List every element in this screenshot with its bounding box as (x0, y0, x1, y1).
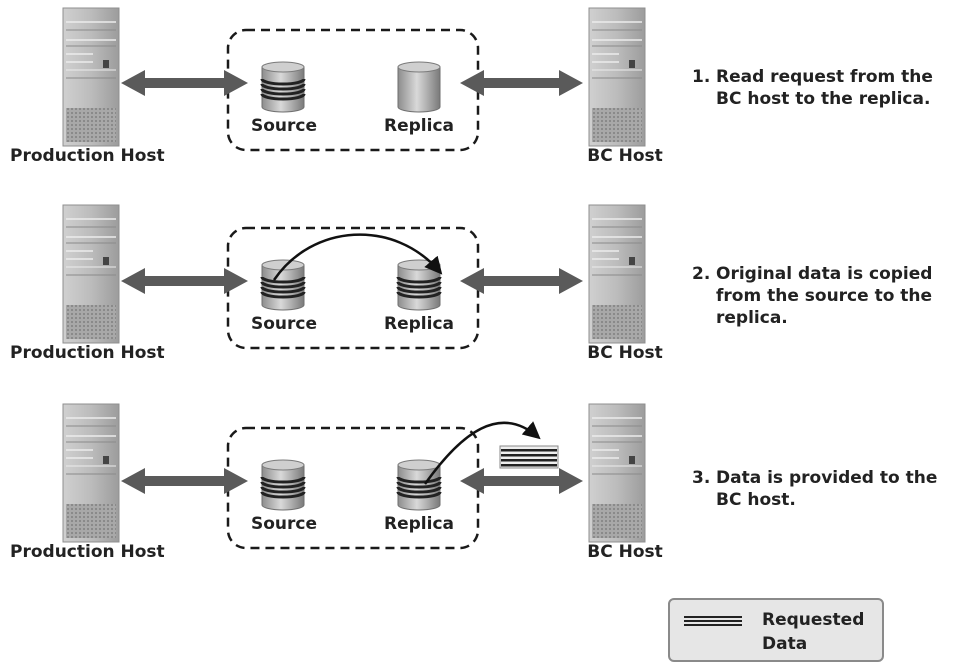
bc-link-arrow (460, 70, 583, 96)
requested-data-swatch-icon (684, 616, 742, 628)
step-3-description: 3. Data is provided to the BC host. (692, 467, 958, 511)
production-host-label: Production Host (10, 343, 165, 363)
bc-link-arrow (460, 268, 583, 294)
step-number: 1. (692, 67, 711, 87)
production-link-arrow (121, 268, 248, 294)
replica-label: Replica (384, 116, 454, 136)
bc-host-label: BC Host (587, 146, 663, 166)
bc-host-server-icon (588, 7, 646, 147)
production-link-arrow (121, 468, 248, 494)
source-label: Source (251, 514, 317, 534)
step-text: Read request from the BC host to the rep… (716, 67, 933, 109)
source-label: Source (251, 314, 317, 334)
source-disk-icon (260, 259, 306, 311)
replica-label: Replica (384, 314, 454, 334)
step-text: Original data is copied from the source … (716, 264, 933, 328)
bc-host-server-icon (588, 403, 646, 543)
production-host-server-icon (62, 7, 120, 147)
step-text: Data is provided to the BC host. (716, 468, 938, 510)
bc-host-label: BC Host (587, 343, 663, 363)
replica-disk-icon (397, 61, 441, 113)
requested-data-packet-icon (499, 445, 559, 469)
step-number: 3. (692, 468, 711, 488)
bc-link-arrow (460, 468, 583, 494)
provide-data-arrow (423, 421, 541, 485)
bc-host-label: BC Host (587, 542, 663, 562)
source-disk-icon (260, 61, 306, 113)
step-1-description: 1. Read request from the BC host to the … (692, 66, 958, 110)
replica-label: Replica (384, 514, 454, 534)
bc-host-server-icon (588, 204, 646, 344)
replica-disk-icon (396, 459, 442, 511)
copy-data-arrow (272, 233, 443, 281)
step-2-description: 2. Original data is copied from the sour… (692, 263, 958, 329)
production-host-server-icon (62, 403, 120, 543)
production-link-arrow (121, 70, 248, 96)
step-number: 2. (692, 264, 711, 284)
legend-box: Requested Data (668, 598, 884, 662)
replica-disk-icon (396, 259, 442, 311)
production-host-label: Production Host (10, 542, 165, 562)
production-host-label: Production Host (10, 146, 165, 166)
source-label: Source (251, 116, 317, 136)
legend-label: Requested Data (762, 610, 865, 654)
production-host-server-icon (62, 204, 120, 344)
source-disk-icon (260, 459, 306, 511)
